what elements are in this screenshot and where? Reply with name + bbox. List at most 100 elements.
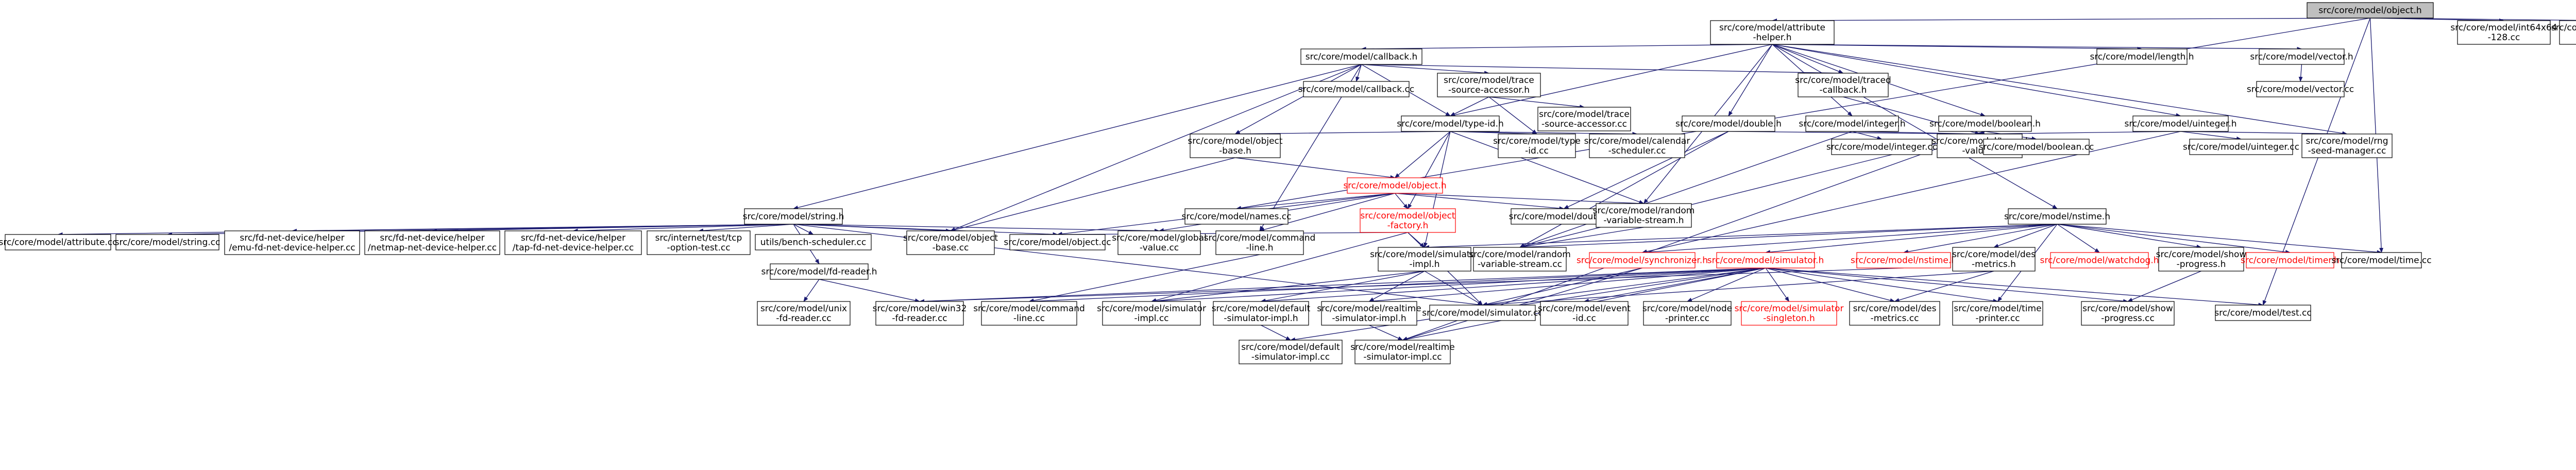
edge-line bbox=[1368, 271, 1425, 302]
node-n52[interactable]: src/core/model/timer.h bbox=[2241, 252, 2340, 268]
edge-n1-n16 bbox=[1772, 44, 2181, 118]
node-n39[interactable]: src/core/model/fd-reader.h bbox=[761, 263, 877, 280]
node-n66[interactable]: src/core/model/show-progress.cc bbox=[2081, 301, 2175, 326]
node-n27[interactable]: src/core/model/object-factory.h bbox=[1360, 208, 1456, 233]
node-n54[interactable]: src/core/model/unix-fd-reader.cc bbox=[757, 301, 851, 326]
node-label: -printer.cc bbox=[1975, 313, 2020, 324]
node-label: src/core/model/object bbox=[1360, 211, 1455, 221]
node-n18[interactable]: src/core/model/type-id.cc bbox=[1493, 133, 1581, 158]
node-label: src/fd-net-device/helper bbox=[380, 233, 484, 243]
node-n15[interactable]: src/core/model/boolean.h bbox=[1929, 115, 2041, 132]
node-n36[interactable]: src/fd-net-device/helper/tap-fd-net-devi… bbox=[504, 230, 642, 255]
node-box bbox=[1437, 73, 1541, 97]
node-box bbox=[647, 230, 751, 255]
edge-line bbox=[2057, 224, 2382, 255]
node-n3[interactable]: src/core/model/int64x64-cairo.cc bbox=[2551, 20, 2576, 45]
edge-line bbox=[698, 224, 794, 233]
node-n30[interactable]: src/core/model/string.h bbox=[743, 208, 844, 225]
node-box bbox=[224, 230, 360, 255]
node-label: src/core/model/command bbox=[1204, 233, 1316, 243]
node-n42[interactable]: src/core/model/global-value.cc bbox=[1112, 230, 1207, 255]
node-n69[interactable]: src/core/model/realtime-simulator-impl.c… bbox=[1350, 340, 1455, 364]
node-n45[interactable]: src/core/model/random-variable-stream.cc bbox=[1469, 247, 1571, 272]
node-n61[interactable]: src/core/model/event-id.cc bbox=[1538, 301, 1631, 326]
edge-line bbox=[292, 224, 794, 233]
node-n38[interactable]: utils/bench-scheduler.cc bbox=[755, 234, 872, 250]
node-n16[interactable]: src/core/model/uinteger.h bbox=[2124, 115, 2237, 132]
node-box bbox=[755, 234, 872, 250]
edge-line bbox=[1519, 131, 1729, 248]
node-label: src/core/model/int64x64 bbox=[2450, 23, 2557, 33]
node-n29[interactable]: src/core/model/random-variable-stream.h bbox=[1593, 203, 1695, 228]
node-n5[interactable]: src/core/model/length.h bbox=[2090, 48, 2194, 65]
node-box bbox=[906, 230, 995, 255]
node-box bbox=[1321, 301, 1417, 326]
node-box bbox=[1537, 107, 1631, 131]
node-n4[interactable]: src/core/model/callback.h bbox=[1300, 48, 1422, 65]
node-n12[interactable]: src/core/model/trace-source-accessor.cc bbox=[1537, 107, 1631, 131]
edge-n47-n56 bbox=[1028, 267, 1766, 304]
node-n32[interactable]: src/core/model/attribute.cc bbox=[0, 234, 117, 250]
node-box bbox=[2050, 252, 2149, 268]
node-box bbox=[1347, 177, 1443, 194]
node-n46[interactable]: src/core/model/synchronizer.h bbox=[1577, 252, 1708, 268]
node-label: src/core/model/simulator bbox=[1370, 249, 1479, 260]
node-n43[interactable]: src/core/model/command-line.h bbox=[1204, 230, 1316, 255]
node-n37[interactable]: src/internet/test/tcp-option-test.cc bbox=[647, 230, 751, 255]
edge-line bbox=[1151, 267, 1766, 304]
edge-n49-n64 bbox=[1894, 271, 1994, 303]
edge-n47-n63 bbox=[1765, 267, 1790, 302]
node-n33[interactable]: src/core/model/string.cc bbox=[115, 234, 221, 250]
node-n49[interactable]: src/core/model/des-metrics.h bbox=[1952, 247, 2036, 272]
node-n47[interactable]: src/core/model/simulator.h bbox=[1707, 252, 1824, 268]
node-n10[interactable]: src/core/model/traced-callback.h bbox=[1795, 73, 1891, 97]
node-n11[interactable]: src/core/model/type-id.h bbox=[1397, 115, 1504, 132]
node-n1[interactable]: src/core/model/attribute-helper.h bbox=[1710, 20, 1835, 45]
node-n13[interactable]: src/core/model/double.h bbox=[1675, 115, 1782, 132]
node-n8[interactable]: src/core/model/callback.cc bbox=[1298, 81, 1414, 97]
node-n53[interactable]: src/core/model/time.cc bbox=[2331, 252, 2432, 268]
node-n44[interactable]: src/core/model/simulator-impl.h bbox=[1370, 247, 1479, 272]
node-n67[interactable]: src/core/model/test.cc bbox=[2214, 305, 2312, 321]
node-n60[interactable]: src/core/model/simulator.cc bbox=[1422, 305, 1543, 321]
node-n50[interactable]: src/core/model/watchdog.h bbox=[2040, 252, 2159, 268]
node-n9[interactable]: src/core/model/trace-source-accessor.h bbox=[1437, 73, 1541, 97]
node-n62[interactable]: src/core/model/node-printer.cc bbox=[1642, 301, 1732, 326]
node-n25[interactable]: src/core/model/object.h bbox=[1343, 177, 1447, 194]
node-n17[interactable]: src/core/model/object-base.h bbox=[1188, 133, 1283, 158]
node-n20[interactable]: src/core/model/integer.cc bbox=[1826, 139, 1937, 155]
node-n68[interactable]: src/core/model/default-simulator-impl.cc bbox=[1239, 340, 1343, 364]
node-n2[interactable]: src/core/model/int64x64-128.cc bbox=[2450, 20, 2557, 45]
node-box bbox=[1596, 203, 1692, 228]
edge-n47-n68 bbox=[1290, 267, 1766, 342]
node-n22[interactable]: src/core/model/boolean.cc bbox=[1979, 139, 2094, 155]
node-n51[interactable]: src/core/model/show-progress.h bbox=[2156, 247, 2247, 272]
node-n35[interactable]: src/fd-net-device/helper/netmap-net-devi… bbox=[364, 230, 500, 255]
node-n63[interactable]: src/core/model/simulator-singleton.h bbox=[1735, 301, 1844, 326]
node-box bbox=[1303, 81, 1410, 97]
node-n40[interactable]: src/core/model/object-base.cc bbox=[903, 230, 998, 255]
edge-n31-n49 bbox=[1993, 224, 2058, 248]
node-n6[interactable]: src/core/model/vector.h bbox=[2250, 48, 2353, 65]
node-n48[interactable]: src/core/model/nstime.h bbox=[1851, 252, 1957, 268]
edge-line bbox=[2127, 271, 2201, 302]
node-n7[interactable]: src/core/model/vector.cc bbox=[2247, 81, 2354, 97]
node-n59[interactable]: src/core/model/realtime-simulator-impl.h bbox=[1317, 301, 1421, 326]
node-n23[interactable]: src/core/model/uinteger.cc bbox=[2183, 139, 2299, 155]
node-n24[interactable]: src/core/model/rng-seed-manager.cc bbox=[2301, 133, 2393, 158]
node-n41[interactable]: src/core/model/object.cc bbox=[1004, 234, 1111, 250]
node-n57[interactable]: src/core/model/simulator-impl.cc bbox=[1097, 301, 1206, 326]
edge-line bbox=[1234, 131, 1451, 136]
node-n31[interactable]: src/core/model/nstime.h bbox=[2004, 208, 2110, 225]
node-n26[interactable]: src/core/model/names.cc bbox=[1182, 208, 1292, 225]
node-n34[interactable]: src/fd-net-device/helper/emu-fd-net-devi… bbox=[224, 230, 360, 255]
node-n19[interactable]: src/core/model/calendar-scheduler.cc bbox=[1584, 133, 1690, 158]
node-n65[interactable]: src/core/model/time-printer.cc bbox=[1952, 301, 2043, 326]
edge-line bbox=[819, 279, 920, 303]
node-n56[interactable]: src/core/model/command-line.cc bbox=[973, 301, 1085, 326]
node-n58[interactable]: src/core/model/default-simulator-impl.h bbox=[1212, 301, 1311, 326]
node-n55[interactable]: src/core/model/win32-fd-reader.cc bbox=[873, 301, 967, 326]
node-label: src/core/model/double.h bbox=[1675, 119, 1782, 129]
node-n14[interactable]: src/core/model/integer.h bbox=[1799, 115, 1906, 132]
node-n64[interactable]: src/core/model/des-metrics.cc bbox=[1849, 301, 1940, 326]
